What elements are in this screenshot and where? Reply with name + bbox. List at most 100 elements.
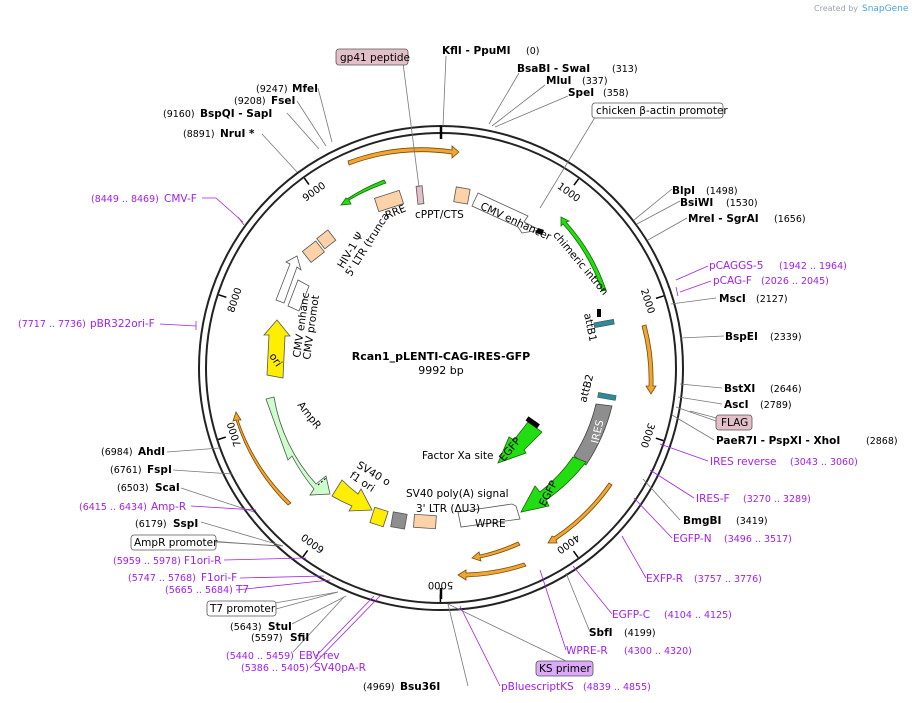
svg-text:(4300 .. 4320): (4300 .. 4320) [624,646,692,657]
enzyme-kfli: KflI - PpuMI [442,45,511,57]
egfp-outer-arrow[interactable] [520,456,587,513]
attb1-teal[interactable] [593,319,615,328]
svg-text:FLAG: FLAG [721,417,748,429]
enzyme-sfii: SfiI [290,632,309,644]
boxed-label-gp41: gp41 peptide [335,48,410,66]
svg-text:(2868): (2868) [866,436,898,447]
tick-mark-4000 [572,550,579,559]
boxed-label-t7-promoter: T7 promoter [206,600,277,617]
feature-arrow-top[interactable] [347,145,460,166]
feature-arrow-bottom-1[interactable] [471,541,521,562]
svg-text:(4839 .. 4855): (4839 .. 4855) [583,682,651,693]
ori-arrow[interactable] [263,319,291,379]
enzyme-bsu36i: Bsu36I [400,681,440,693]
svg-text:(3757 .. 3776): (3757 .. 3776) [694,574,762,585]
ires-arrow[interactable] [573,403,613,466]
svg-text:AmpR promoter: AmpR promoter [134,537,218,549]
feature-arrow-green-top[interactable] [340,179,387,206]
enzyme-mrei: MreI - SgrAI [688,213,759,225]
feature-arrow-bottom-2[interactable] [457,562,527,581]
svg-text:(4199): (4199) [624,628,656,639]
enzyme-fspi: FspI [147,464,172,476]
wpre-arrow[interactable] [457,503,521,528]
enzyme-asci: AscI [724,399,749,411]
plasmid-length: 9992 bp [418,364,463,377]
label-cmv-enhancer-left: CMV enhancer [0,0,312,358]
enzyme-bsiwi: BsiWI [680,197,713,209]
enzyme-sbfi: SbfI [589,627,613,639]
svg-text:(6503): (6503) [117,483,149,494]
svg-text:(5440 .. 5459): (5440 .. 5459) [226,651,294,662]
snapgene-watermark: Created by SnapGene [814,4,909,14]
feature-arrow-right-upper[interactable] [641,324,657,395]
svg-text:IRES-F: IRES-F [696,493,730,505]
enzyme-bspei: BspEI [725,331,758,343]
svg-text:(5959 .. 5978): (5959 .. 5978) [113,556,181,567]
svg-text:(5665 .. 5684): (5665 .. 5684) [165,585,233,596]
svg-text:SnapGene: SnapGene [862,4,909,14]
svg-text:(337): (337) [582,76,608,87]
attb2-teal[interactable] [597,392,617,401]
svg-text:(6761): (6761) [110,465,142,476]
svg-text:(6984): (6984) [101,447,133,458]
label-ampr: AmpR [295,399,324,431]
svg-text:T7: T7 [235,584,249,596]
cppt-marker[interactable] [415,185,425,205]
f1-ori-small[interactable] [369,506,389,528]
cmv-enhancer-top-arrow[interactable] [471,192,542,234]
label-sv40-polya: SV40 poly(A) signal [406,488,509,500]
svg-text:IRES reverse: IRES reverse [710,456,777,468]
svg-text:(5386 .. 5405): (5386 .. 5405) [241,663,309,674]
svg-text:EGFP-N: EGFP-N [673,533,712,545]
feature-arrow-green-right[interactable] [560,216,607,292]
sv40-ori-arrow[interactable] [331,479,373,512]
boxed-label-flag: FLAG [715,414,753,431]
svg-text:pBR322ori-F: pBR322ori-F [90,318,155,330]
svg-text:(9208): (9208) [234,96,266,107]
svg-text:SV40pA-R: SV40pA-R [314,662,366,674]
tick-mark-3000 [655,437,664,442]
svg-text:(2789): (2789) [760,400,792,411]
label-factor-xa: Factor Xa site [422,450,493,462]
svg-text:(8891): (8891) [183,129,215,140]
cmv-promoter-left-arrow[interactable] [287,279,310,312]
tick-label-9000: 9000 [301,180,328,204]
hiv-psi-marker[interactable] [316,229,337,250]
feature-arrow-left[interactable] [232,411,292,506]
ltr3-marker[interactable] [413,513,437,530]
rre-marker[interactable] [373,189,405,213]
enzyme-labels: KflI - PpuMI(0) BsaBI - SwaI(313) MluI(3… [101,45,898,693]
svg-text:(2646): (2646) [770,384,802,395]
feature-peach-top[interactable] [453,186,471,205]
enzyme-paer7i: PaeR7I - PspXI - XhoI [716,435,840,447]
svg-text:EBV-rev: EBV-rev [299,650,340,662]
primer-lines [159,197,712,687]
tick-mark-6000 [302,549,309,558]
svg-text:(5643): (5643) [230,622,262,633]
cmv-left-arrow[interactable] [275,255,302,304]
label-cmv-enhancer-top: CMV enhancer [478,200,553,243]
enzyme-bmgbi: BmgBI [683,515,721,527]
svg-text:T7 promoter: T7 promoter [209,603,276,615]
ampr-arrow[interactable] [265,396,331,496]
svg-text:(3043 .. 3060): (3043 .. 3060) [790,457,858,468]
feature-arrow-right-lower[interactable] [547,482,613,544]
tick-mark-9000 [303,177,310,186]
label-attb2: attB2 [577,373,596,404]
svg-text:Created by: Created by [814,4,858,13]
svg-text:(4969): (4969) [363,682,395,693]
enzyme-blpi: BlpI [672,185,695,197]
enzyme-mfei: MfeI [292,83,318,95]
enzyme-msci: MscI [719,293,746,305]
label-ltr3: 3' LTR (ΔU3) [416,503,480,515]
sv40-polya-marker[interactable] [390,511,408,530]
svg-text:(1530): (1530) [726,198,758,209]
enzyme-stui: StuI [268,621,292,633]
svg-text:(3496 .. 3517): (3496 .. 3517) [724,534,792,545]
primer-labels: pCAGGS-5(1942 .. 1964) pCAG-F(2026 .. 20… [18,193,858,693]
tick-label-6000: 6000 [300,531,327,555]
enzyme-spei: SpeI [568,87,594,99]
ltr5-marker[interactable] [301,240,325,264]
attb1-marker[interactable] [597,309,601,317]
egfp-inner-arrow[interactable] [497,421,543,464]
